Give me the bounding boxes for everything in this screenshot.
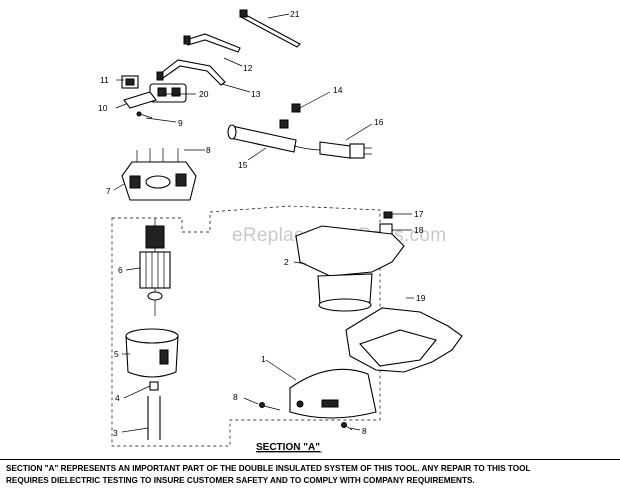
note-line-1: SECTION "A" REPRESENTS AN IMPORTANT PART…: [6, 464, 531, 473]
callout-13: 13: [251, 89, 261, 99]
part-14-clamp: [279, 103, 301, 129]
note-divider: [0, 459, 620, 460]
callout-12: 12: [243, 63, 253, 73]
callout-labels: 21 12 13 11 10 20 9 8 7 6 5 4 3 14 15 16…: [98, 9, 426, 438]
part-15-cord-boot: [227, 124, 297, 153]
callout-10: 10: [98, 103, 108, 113]
part-12-wire-lead: [183, 33, 241, 53]
callout-4: 4: [115, 393, 120, 403]
part-2-motor-housing: [295, 225, 405, 312]
part-8-screws-lower: [259, 402, 353, 431]
callout-18: 18: [414, 225, 424, 235]
part-20-switch: [149, 83, 187, 103]
part-4-pin: [149, 381, 159, 391]
callout-9: 9: [178, 118, 183, 128]
callout-8-left: 8: [233, 392, 238, 402]
leader-lines: [113, 13, 414, 433]
callout-2: 2: [284, 257, 289, 267]
part-5-field-housing: [125, 328, 179, 378]
part-13-wire-lead: [156, 59, 226, 86]
section-a-note: SECTION "A" REPRESENTS AN IMPORTANT PART…: [6, 463, 612, 487]
part-1-lower-housing: [289, 368, 377, 419]
note-line-2: REQUIRES DIELECTRIC TESTING TO INSURE CU…: [6, 476, 475, 485]
callout-5: 5: [114, 349, 119, 359]
part-6-armature: [139, 218, 171, 316]
section-a-title: SECTION "A": [256, 442, 320, 453]
part-21-cable-tie: [239, 9, 301, 48]
part-19-handle-cover: [345, 307, 463, 373]
callout-20: 20: [199, 89, 209, 99]
callout-17: 17: [414, 209, 424, 219]
part-10-brush-bracket: [123, 91, 157, 109]
callout-8-top: 8: [206, 145, 211, 155]
part-11-brush-holder: [121, 75, 139, 89]
callout-3: 3: [113, 428, 118, 438]
part-16-power-cord: [293, 141, 372, 159]
callout-15: 15: [238, 160, 248, 170]
callout-21: 21: [290, 9, 300, 19]
part-9-screw: [136, 111, 153, 119]
callout-16: 16: [374, 117, 384, 127]
callout-11: 11: [100, 75, 109, 85]
callout-1: 1: [261, 354, 266, 364]
part-3-long-screws: [147, 396, 161, 440]
callout-14: 14: [333, 85, 343, 95]
part-7-motor-housing-top: [121, 161, 197, 201]
callout-8-right: 8: [362, 426, 367, 436]
callout-7: 7: [106, 186, 111, 196]
callout-19: 19: [416, 293, 426, 303]
callout-6: 6: [118, 265, 123, 275]
part-17-screw: [383, 211, 393, 219]
